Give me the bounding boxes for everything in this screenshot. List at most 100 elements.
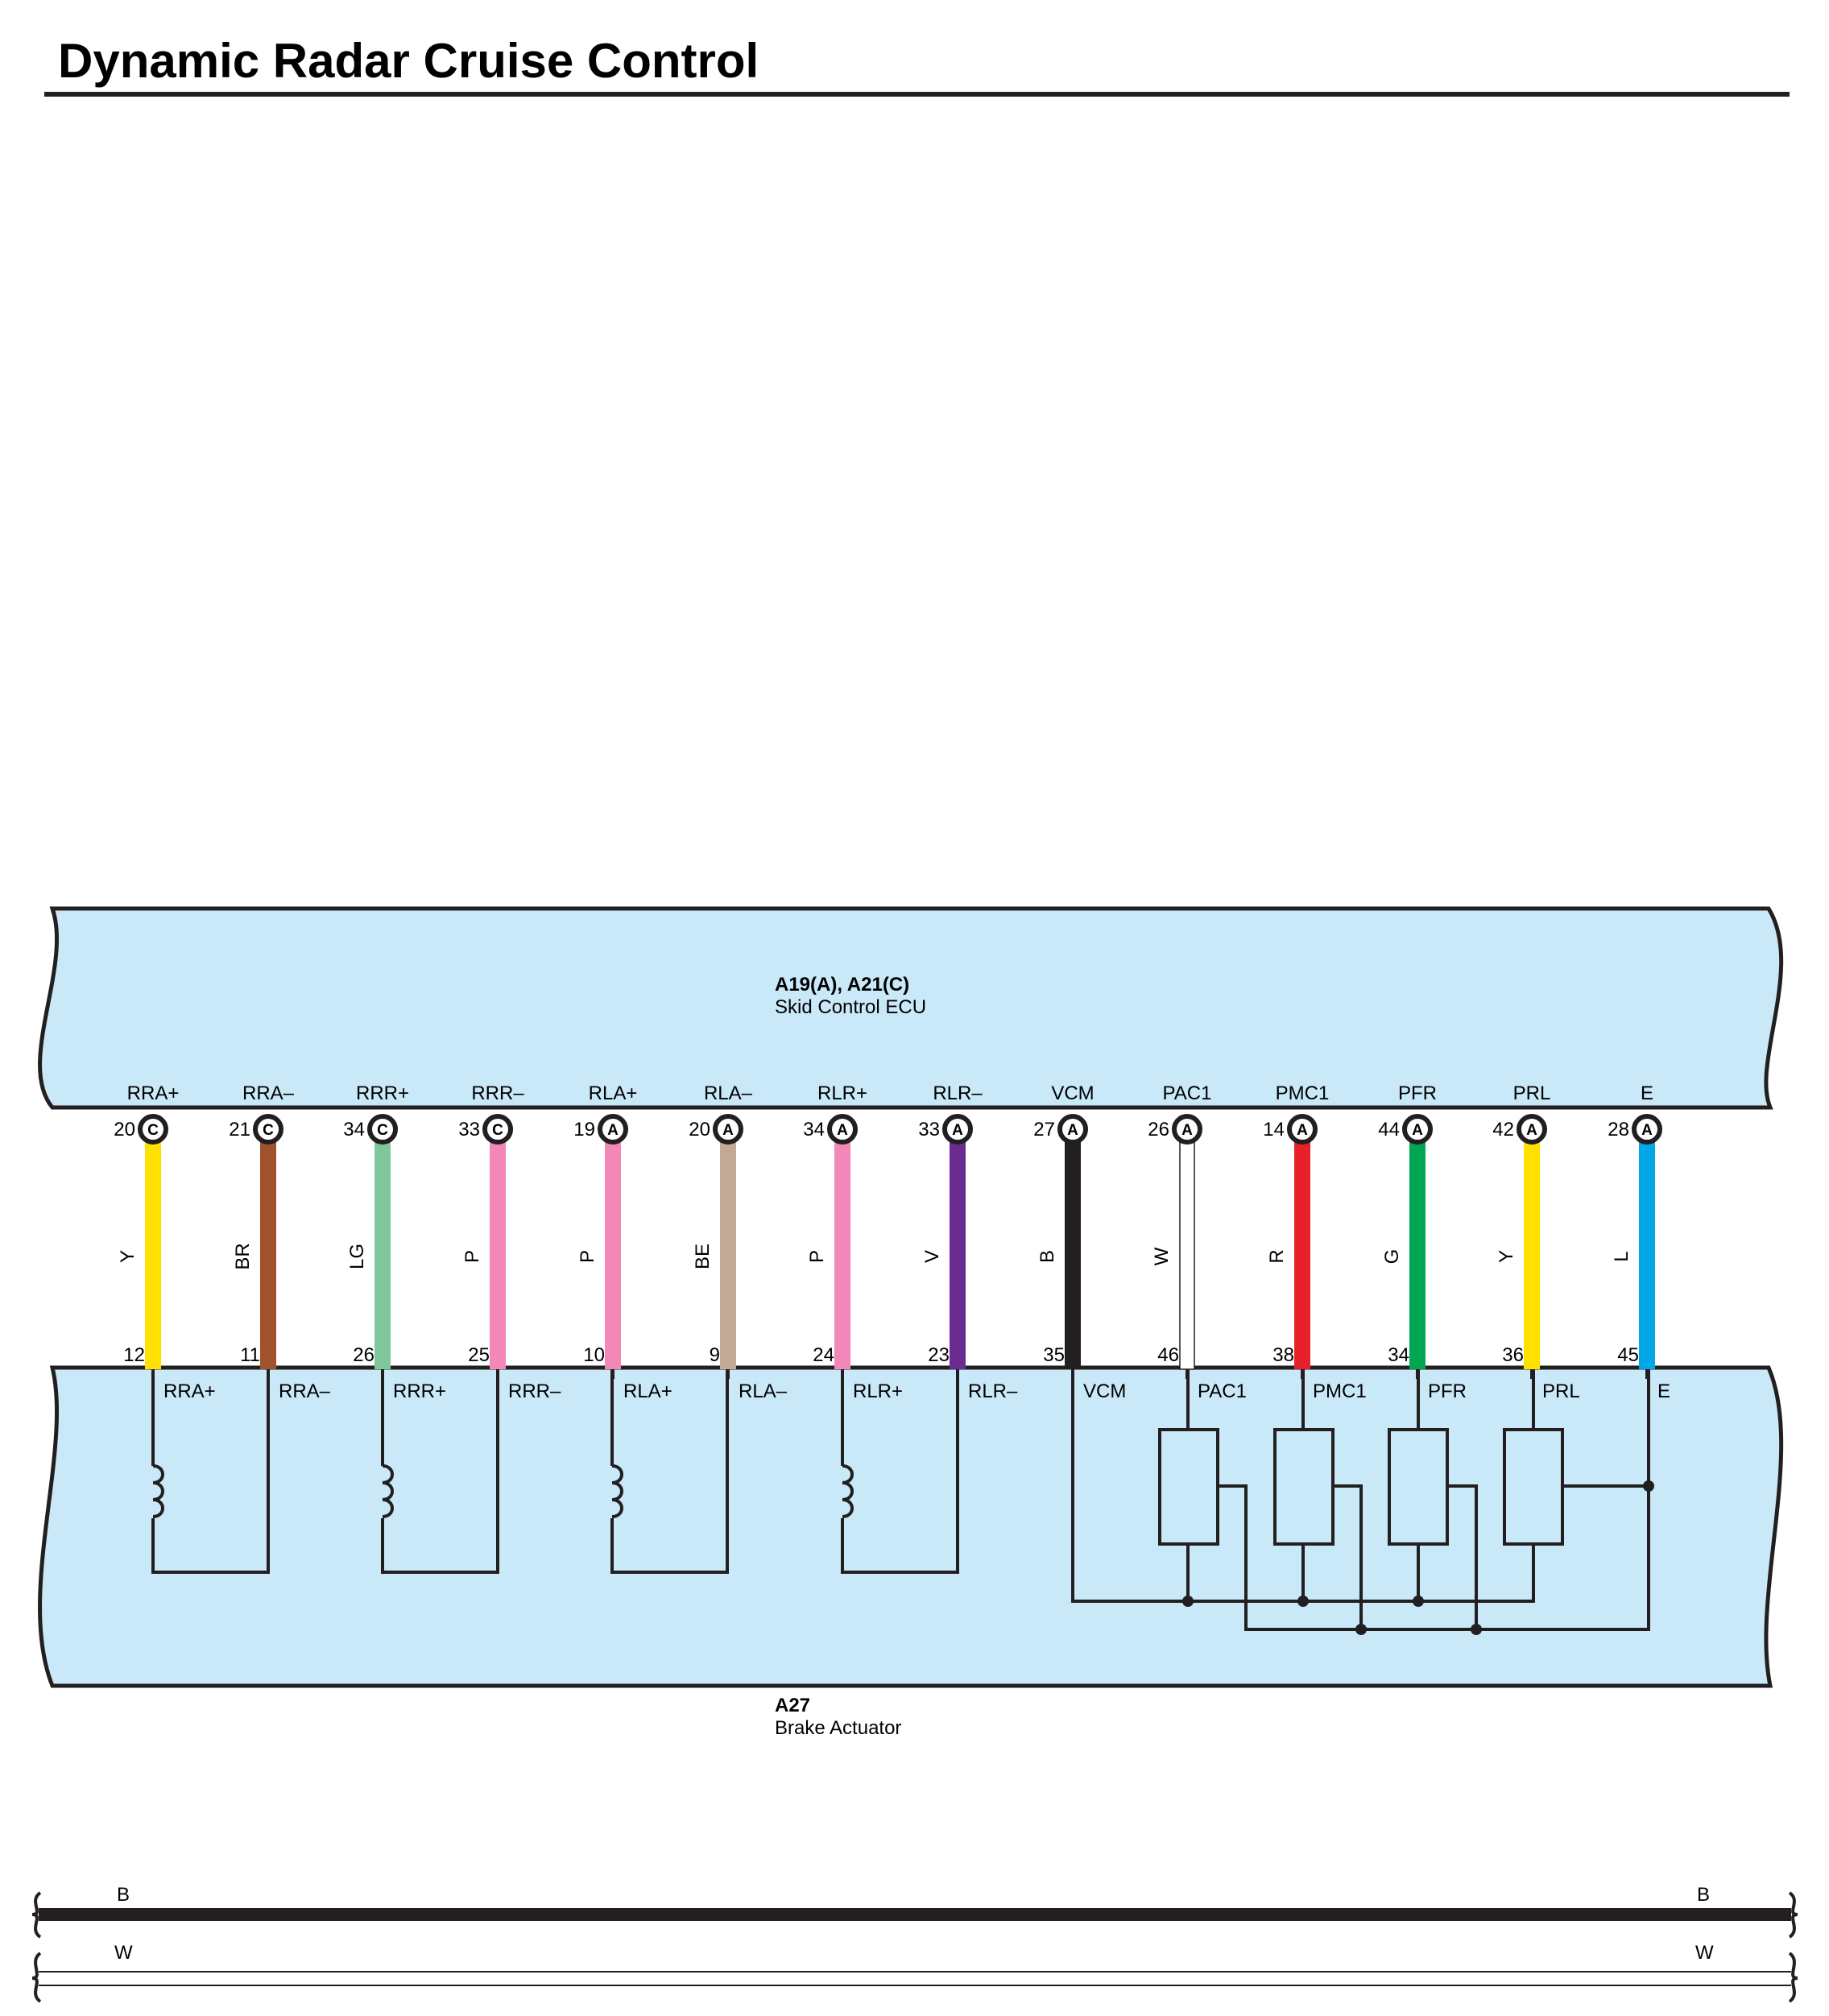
connector-letter: A	[1181, 1122, 1193, 1139]
connector-letter: A	[1412, 1122, 1423, 1139]
solenoid-rra	[151, 1369, 270, 1574]
ecu-pin-number: 20	[689, 1119, 710, 1140]
ecu-signal-label: RLA+	[589, 1083, 638, 1104]
connector-badge	[253, 1114, 283, 1145]
ecu-signal-label: PMC1	[1276, 1083, 1330, 1104]
left-break-icon	[31, 1891, 42, 1939]
actuator-terminal-label: RLA–	[739, 1381, 788, 1402]
wire-rra–	[260, 1142, 276, 1369]
connector-badge	[598, 1114, 628, 1145]
actuator-terminal-label: RRA–	[279, 1381, 331, 1402]
actuator-terminal-label: RRR+	[393, 1381, 446, 1402]
ecu-signal-label: RLR–	[933, 1083, 983, 1104]
wire-pac1	[1179, 1141, 1195, 1370]
junction-dot	[1297, 1596, 1309, 1607]
actuator-terminal-label: RRA+	[163, 1381, 216, 1402]
ecu-pin-number: 14	[1263, 1119, 1285, 1140]
junction-dot	[1471, 1624, 1482, 1635]
ecu-id: A19(A), A21(C)	[775, 974, 909, 996]
wire-vcm	[1065, 1142, 1081, 1369]
junction-dot	[1355, 1624, 1367, 1635]
wire-color-code: B	[1037, 1250, 1058, 1263]
wire-color-code: P	[806, 1250, 828, 1263]
connector-letter: A	[1526, 1122, 1537, 1139]
actuator-panel	[38, 1365, 1784, 1688]
actuator-pin-number: 38	[1272, 1344, 1294, 1366]
wire-color-code: Y	[1496, 1250, 1517, 1263]
coil-icon	[611, 1464, 623, 1518]
wire-color-code: BR	[232, 1243, 254, 1269]
wire-rla–	[720, 1142, 736, 1369]
wire-color-code: P	[461, 1250, 483, 1263]
ecu-panel	[38, 906, 1784, 1110]
connector-badge	[1057, 1114, 1088, 1145]
ecu-pin-number: 33	[918, 1119, 940, 1140]
connector-letter: C	[377, 1122, 388, 1139]
wire-legend: B B W W	[31, 1884, 1798, 2003]
connector-badge	[1402, 1114, 1433, 1145]
wire-rrr+	[374, 1142, 391, 1369]
actuator-pin-number: 10	[583, 1344, 605, 1366]
ecu-pin-number: 21	[229, 1119, 250, 1140]
actuator-terminal-label: E	[1657, 1381, 1670, 1402]
actuator-pin-number: 26	[353, 1344, 374, 1366]
wire-e	[1639, 1142, 1655, 1369]
ecu-pin-number: 34	[803, 1119, 825, 1140]
coil-icon	[842, 1464, 854, 1518]
actuator-terminal-label: RLR–	[968, 1381, 1018, 1402]
wire-color-code: V	[921, 1250, 943, 1263]
actuator-id: A27	[775, 1695, 810, 1716]
ecu-pin-number: 26	[1148, 1119, 1169, 1140]
ecu-pin-number: 19	[573, 1119, 595, 1140]
ecu-pin-number: 28	[1608, 1119, 1629, 1140]
ecu-signal-label: RRA+	[127, 1083, 180, 1104]
junction-dot	[1413, 1596, 1424, 1607]
wire-rrr–	[490, 1142, 506, 1369]
actuator-name: Brake Actuator	[775, 1717, 901, 1739]
connector-letter: C	[492, 1122, 503, 1139]
ecu-pin-number: 27	[1033, 1119, 1055, 1140]
connector-badge	[827, 1114, 858, 1145]
actuator-pin-number: 34	[1388, 1344, 1409, 1366]
actuator-pin-number: 11	[240, 1344, 260, 1366]
connector-letter: A	[722, 1122, 734, 1139]
pressure-sensor-pfr	[1388, 1428, 1449, 1546]
connector-letter: C	[263, 1122, 274, 1139]
connector-letter: A	[1067, 1122, 1078, 1139]
actuator-pin-number: 24	[813, 1344, 834, 1366]
coil-icon	[152, 1464, 164, 1518]
wires-group: RRA+C20Y12RRA+RRA–C21BR11RRA–RRR+C34LG26…	[114, 1083, 1670, 1402]
coil-icon	[382, 1464, 394, 1518]
solenoid-rrr	[381, 1369, 499, 1574]
pressure-sensor-pmc1	[1273, 1428, 1335, 1546]
solenoid-rla	[610, 1369, 729, 1574]
ecu-signal-label: PAC1	[1163, 1083, 1212, 1104]
connector-badge	[1172, 1114, 1202, 1145]
actuator-terminal-label: VCM	[1083, 1381, 1126, 1402]
actuator-terminal-label: RLA+	[623, 1381, 672, 1402]
legend-white-left: W	[114, 1942, 133, 1964]
wire-color-code: P	[577, 1250, 598, 1263]
connector-badge	[713, 1114, 743, 1145]
connector-badge	[367, 1114, 398, 1145]
ecu-pin-number: 44	[1378, 1119, 1400, 1140]
connector-letter: A	[1297, 1122, 1308, 1139]
wire-rlr+	[834, 1142, 850, 1369]
connector-badge	[1632, 1114, 1662, 1145]
actuator-terminal-label: RLR+	[853, 1381, 903, 1402]
right-break-icon	[1788, 1952, 1798, 2003]
ecu-signal-label: PFR	[1398, 1083, 1437, 1104]
wire-color-code: Y	[117, 1250, 139, 1263]
connector-badge	[942, 1114, 973, 1145]
wire-color-code: G	[1381, 1249, 1403, 1265]
right-break-icon	[1788, 1891, 1798, 1939]
ecu-signal-label: RRA–	[242, 1083, 295, 1104]
actuator-terminal-label: PFR	[1428, 1381, 1467, 1402]
legend-white-right: W	[1695, 1942, 1714, 1964]
solenoid-rlr	[841, 1369, 959, 1574]
connector-letter: A	[607, 1122, 619, 1139]
connector-letter: C	[147, 1122, 159, 1139]
actuator-pin-number: 45	[1617, 1344, 1639, 1366]
ecu-pin-number: 42	[1492, 1119, 1514, 1140]
